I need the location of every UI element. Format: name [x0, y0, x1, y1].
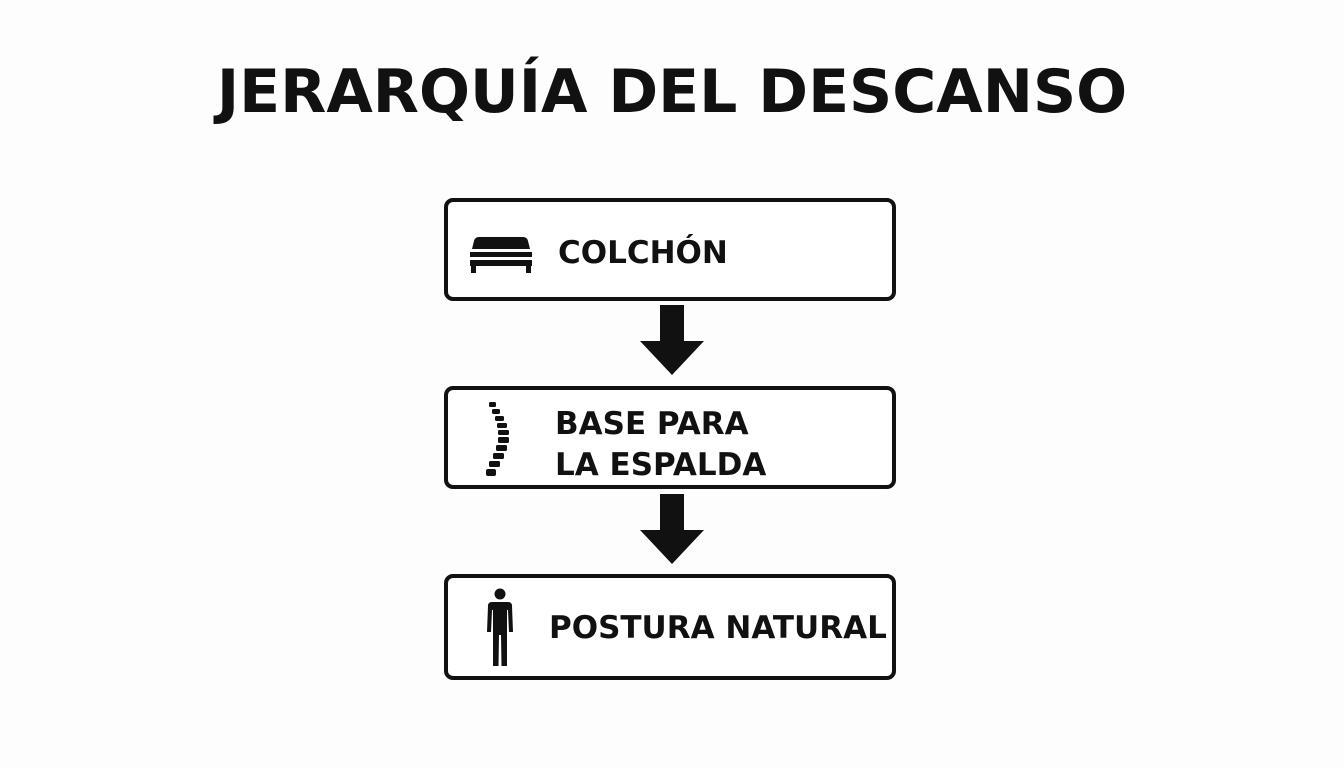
spine-icon: [486, 402, 509, 476]
step-label: BASE PARA LA ESPALDA: [555, 404, 766, 486]
step-label: POSTURA NATURAL: [549, 610, 887, 646]
step-label-line: LA ESPALDA: [555, 447, 767, 483]
step-box-back-support: BASE PARA LA ESPALDA: [444, 386, 896, 489]
arrow-down-icon: [640, 305, 704, 375]
arrow-down-icon: [640, 494, 704, 564]
diagram-title: JERARQUÍA DEL DESCANSO: [216, 57, 1128, 127]
step-box-mattress: COLCHÓN: [444, 198, 896, 301]
step-label-line: BASE PARA: [555, 406, 749, 442]
mattress-icon: [470, 237, 532, 273]
step-label: COLCHÓN: [558, 235, 728, 271]
person-icon: [487, 588, 513, 666]
step-box-posture: POSTURA NATURAL: [444, 574, 896, 680]
